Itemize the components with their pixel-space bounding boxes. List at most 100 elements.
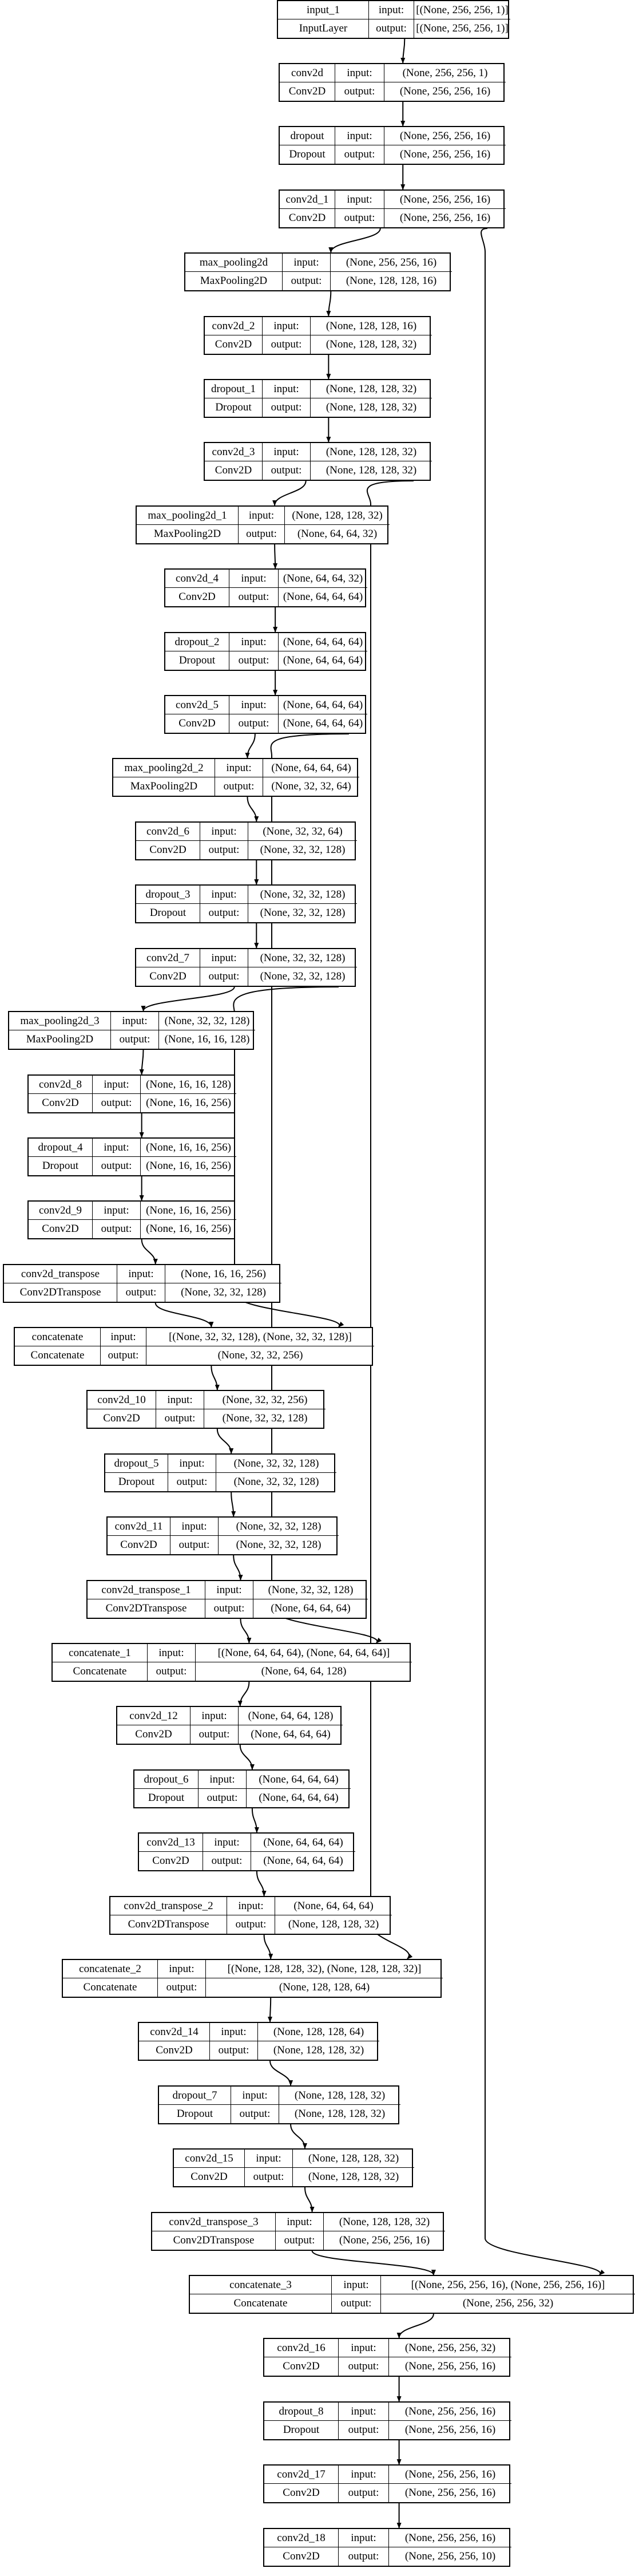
layer-type: Conv2D — [264, 2547, 339, 2566]
input-shape: [(None, 128, 128, 32), (None, 128, 128, … — [206, 1960, 443, 1978]
layer-name: conv2d_3 — [205, 443, 263, 461]
layer-type: MaxPooling2D — [113, 777, 215, 796]
input-label: input: — [200, 823, 248, 841]
output-shape: (None, 64, 64, 128) — [261, 1665, 347, 1677]
input-shape: (None, 64, 64, 64) — [263, 759, 359, 777]
layer-name: concatenate — [15, 1328, 101, 1346]
input-label: input: — [339, 2339, 389, 2357]
output-label: output: — [148, 1662, 196, 1681]
input-shape: (None, 256, 256, 16) — [389, 2466, 511, 2484]
output-shape: (None, 32, 32, 128) — [181, 1286, 266, 1298]
output-shape: (None, 128, 128, 32) — [288, 1918, 379, 1930]
layer-name: dropout — [280, 127, 335, 145]
output-label: output: — [215, 777, 263, 796]
input-shape: (None, 32, 32, 128) — [219, 1518, 339, 1536]
output-shape: (None, 16, 16, 256) — [146, 1097, 231, 1109]
input-shape: [(None, 32, 32, 128), (None, 32, 32, 128… — [146, 1328, 374, 1346]
input-label: input: — [231, 2087, 279, 2105]
input-label: input: — [93, 1076, 141, 1094]
edge-concatenate-2-to-conv2d-14 — [268, 1997, 273, 2022]
layer-type: Conv2D — [136, 967, 200, 986]
layer-name: conv2d_8 — [29, 1076, 93, 1094]
layer-type: Conv2DTranspose — [4, 1283, 117, 1302]
layer-name: max_pooling2d — [185, 254, 283, 272]
input-shape: (None, 64, 64, 64) — [275, 1897, 392, 1915]
layer-name: dropout_8 — [264, 2403, 339, 2421]
input-shape: (None, 32, 32, 128) — [216, 1455, 336, 1473]
output-shape: (None, 32, 32, 128) — [236, 1539, 322, 1551]
input-label: input: — [199, 1771, 247, 1789]
output-label: output: — [335, 82, 384, 101]
output-shape: (None, 32, 32, 256) — [217, 1349, 303, 1361]
output-shape: (None, 256, 256, 16) — [399, 148, 491, 160]
output-shape: (None, 128, 128, 32) — [294, 2108, 386, 2120]
input-label: input: — [203, 1834, 251, 1852]
output-label: output: — [200, 967, 248, 986]
layer-type: Conv2D — [205, 461, 263, 480]
layer-name: conv2d_14 — [139, 2023, 210, 2041]
output-label: output: — [156, 1409, 204, 1428]
output-label: output: — [339, 2357, 389, 2376]
layer-name: dropout_6 — [134, 1771, 199, 1789]
output-label: output: — [276, 2231, 324, 2250]
output-label: output: — [168, 1473, 216, 1491]
input-shape: (None, 128, 128, 32) — [293, 2150, 414, 2168]
input-label: input: — [229, 570, 279, 588]
output-shape: (None, 128, 128, 32) — [308, 2171, 399, 2183]
output-label: output: — [263, 335, 311, 354]
input-shape: (None, 16, 16, 256) — [141, 1139, 236, 1157]
edge-max-pooling2d-to-conv2d-2 — [326, 291, 332, 317]
input-shape: (None, 32, 32, 128) — [159, 1012, 255, 1030]
layer-name: max_pooling2d_2 — [113, 759, 215, 777]
input-shape: (None, 64, 64, 64) — [247, 1771, 351, 1789]
output-shape: (None, 32, 32, 128) — [222, 1412, 308, 1424]
edge-conv2d-11-to-conv2d-transpose-1 — [233, 1555, 243, 1581]
input-label: input: — [111, 1012, 159, 1030]
layer-type: Conv2D — [280, 82, 335, 101]
input-shape: (None, 128, 128, 32) — [279, 2087, 400, 2105]
layer-type: Dropout — [134, 1789, 199, 1807]
input-label: input: — [200, 949, 248, 967]
output-label: output: — [205, 1599, 253, 1618]
layer-name: conv2d_7 — [136, 949, 200, 967]
layer-name: dropout_7 — [159, 2087, 231, 2105]
edge-concatenate-to-conv2d-10 — [211, 1365, 220, 1390]
input-label: input: — [263, 380, 311, 398]
edge-conv2d-transpose-2-to-concatenate-2 — [263, 1934, 273, 1959]
layer-type: Concatenate — [53, 1662, 148, 1681]
input-label: input: — [263, 317, 311, 335]
layer-name: conv2d_9 — [29, 1202, 93, 1220]
layer-name: conv2d_16 — [264, 2339, 339, 2357]
layer-name: conv2d_transpose_3 — [152, 2213, 276, 2231]
input-shape: [(None, 256, 256, 1)] — [414, 1, 510, 19]
edge-conv2d-15-to-conv2d-transpose-3 — [304, 2187, 315, 2212]
edge-conv2d-12-to-dropout-6 — [239, 1744, 255, 1770]
output-shape: (None, 256, 256, 16) — [339, 2234, 430, 2246]
edge-conv2d-1-to-max-pooling2d — [328, 228, 381, 253]
input-shape: (None, 256, 256, 32) — [389, 2339, 511, 2357]
output-label: output: — [239, 525, 285, 543]
layer-type: Conv2D — [136, 841, 200, 859]
input-label: input: — [229, 696, 279, 714]
layer-type: Conv2DTranspose — [110, 1915, 227, 1934]
layer-name: concatenate_3 — [190, 2276, 332, 2294]
output-shape: (None, 128, 128, 64) — [279, 1981, 370, 1993]
input-label: input: — [148, 1644, 196, 1662]
edge-conv2d-transpose-1-to-concatenate-1 — [240, 1618, 252, 1643]
output-shape: (None, 16, 16, 128) — [164, 1033, 250, 1045]
layer-type: Conv2D — [139, 1852, 203, 1870]
layer-type: Conv2D — [88, 1409, 156, 1428]
input-label: input: — [263, 443, 311, 461]
edge-conv2d-3-to-concatenate-2 — [366, 480, 414, 1959]
input-label: input: — [93, 1202, 141, 1220]
input-shape: (None, 128, 128, 32) — [311, 443, 432, 461]
output-label: output: — [229, 714, 279, 733]
